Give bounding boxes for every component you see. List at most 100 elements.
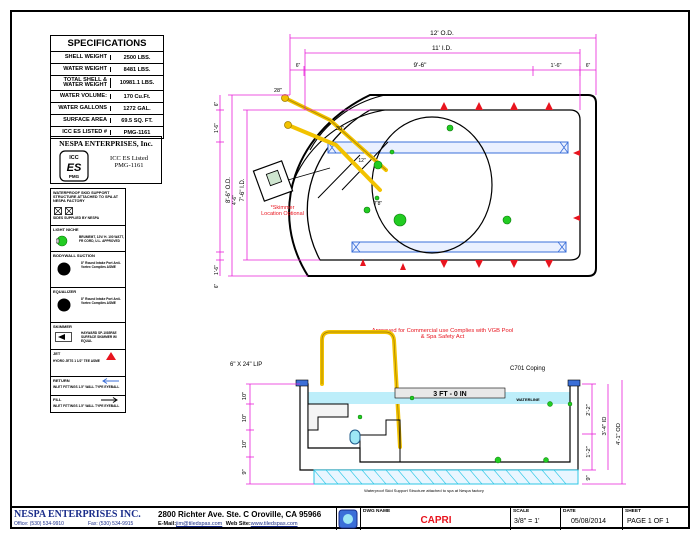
specifications-table: SPECIFICATIONS SHELL WEIGHT 2500 LBS. WAT…	[50, 35, 164, 139]
hydro-jets	[360, 102, 580, 270]
spec-label: ICC ES LISTED #	[51, 129, 111, 136]
svg-text:9'-6": 9'-6"	[414, 62, 428, 69]
skid-hatch-icon	[54, 207, 73, 215]
drawing-scale: 3/8" = 1'	[514, 518, 540, 525]
waterproof-note: WATERPROOF SKID SUPPORT STRUCTURE ATTACH…	[53, 191, 119, 203]
website-link[interactable]: www.tiledspas.com	[250, 521, 298, 527]
sheet-number: PAGE 1 OF 1	[627, 518, 670, 525]
skimmer-icon	[55, 332, 72, 342]
legend-skimmer: SKIMMER	[53, 324, 72, 329]
return-desc: INLET FITTINGS 1.5" WALL TYPE EYEBALL	[53, 385, 120, 389]
svg-text:2'-2": 2'-2"	[586, 404, 592, 416]
svg-text:6": 6"	[214, 102, 220, 107]
section-view-drawing: Approved for Commercial use Complies wit…	[230, 328, 626, 493]
scale-cell: SCALE 3/8" = 1'	[510, 508, 561, 530]
svg-text:6": 6"	[296, 63, 301, 69]
svg-text:10": 10"	[242, 440, 248, 449]
plan-dimension-lines	[216, 34, 597, 277]
icc-listing: ICC ES Listed PMG-1161	[110, 155, 148, 169]
email-link[interactable]: jim@tiledspas.com	[176, 521, 223, 527]
svg-text:3'-4" ID: 3'-4" ID	[602, 417, 608, 436]
date-cell: DATE 05/08/2014	[560, 508, 623, 530]
legend-bodywall-suction: BODYWALL SUCTION	[53, 253, 95, 258]
svg-text:6": 6"	[214, 284, 220, 289]
skid-support	[313, 469, 579, 485]
svg-text:11' I.D.: 11' I.D.	[432, 45, 452, 52]
spec-value: PMG-1161	[123, 129, 151, 136]
svg-text:10": 10"	[242, 414, 248, 423]
svg-text:10": 10"	[242, 392, 248, 401]
sides-supplied-note: SIDES SUPPLIED BY NESPA	[53, 216, 100, 220]
drawing-name-cell: DWG NAME CAPRI	[360, 508, 511, 530]
spec-row: TOTAL SHELL & WATER WEIGHT 10981.1 LBS.	[51, 76, 163, 91]
svg-text:ES: ES	[67, 162, 82, 174]
company-name: NESPA ENTERPRISES, Inc.	[59, 139, 153, 148]
svg-text:7'8": 7'8"	[374, 201, 383, 207]
svg-text:6" X 24" LIP: 6" X 24" LIP	[230, 362, 262, 368]
fax-number: Fax: (530) 534-9915	[88, 521, 134, 527]
light-niche-desc: BRUMEMT, 12V/ H. 100 WATT, FR CORD, U.L.…	[79, 235, 124, 243]
fixtures-legend: WATERPROOF SKID SUPPORT STRUCTURE ATTACH…	[50, 188, 126, 413]
svg-text:4'-1" OD: 4'-1" OD	[616, 423, 622, 445]
spec-value: 8481 LBS.	[123, 66, 151, 73]
specifications-title: SPECIFICATIONS	[51, 36, 163, 52]
light-niche-fittings	[363, 124, 512, 227]
skid-note: Waterproof Skid Support Structure attach…	[364, 488, 484, 493]
legend-jet: JET	[53, 351, 61, 356]
title-seal	[336, 508, 359, 530]
spec-label: TOTAL SHELL & WATER WEIGHT	[51, 77, 111, 89]
spec-label: WATER WEIGHT	[51, 66, 111, 73]
spec-value: 1272 GAL.	[123, 105, 151, 112]
nespa-seal-icon	[338, 509, 358, 529]
sheet-cell: SHEET PAGE 1 OF 1	[622, 508, 689, 530]
jet-icon	[106, 352, 116, 360]
spec-label: SURFACE AREA	[51, 117, 111, 124]
svg-text:C701 Coping: C701 Coping	[510, 366, 545, 372]
light-niche-icon	[56, 235, 68, 247]
spec-row: SURFACE AREA 69.5 SQ. FT.	[51, 115, 163, 127]
spec-value: 10981.1 LBS.	[119, 80, 155, 86]
company-logo-box: NESPA ENTERPRISES, Inc. ICC ES PMG ICC E…	[50, 136, 162, 184]
drawing-name: CAPRI	[420, 515, 452, 526]
drawing-date: 05/08/2014	[571, 518, 607, 525]
waterline-label: WATERLINE	[516, 397, 540, 402]
svg-text:1'-6": 1'-6"	[214, 123, 220, 133]
spec-row: WATER GALLONS 1272 GAL.	[51, 103, 163, 115]
spec-label: WATER VOLUME:	[51, 93, 111, 100]
plan-view-drawing: 12' O.D. 11' I.D. 6" 9'-6" 1'-6" 6" 28" …	[214, 30, 597, 289]
contact-line: E-Mail:jim@tiledspas.com Web Site:www.ti…	[158, 521, 298, 527]
company-address: 2800 Richter Ave. Ste. C Oroville, CA 95…	[158, 510, 322, 519]
icc-es-seal-icon: ICC ES PMG	[59, 150, 89, 182]
spec-row: ICC ES LISTED # PMG-1161	[51, 127, 163, 138]
spec-value: 170 Cu.Ft.	[123, 93, 151, 100]
svg-text:12' O.D.: 12' O.D.	[430, 30, 454, 37]
svg-text:9": 9"	[586, 475, 592, 480]
svg-text:30": 30"	[336, 126, 344, 132]
bodywall-desc: 8" Round Intake Port Anti-Vortex Complie…	[81, 261, 121, 269]
office-phone: Office: (530) 534-9910	[14, 521, 64, 527]
svg-text:28": 28"	[274, 88, 282, 94]
equalizer-icon	[57, 298, 71, 312]
jet-desc: HYDRO JETS 1 1/2" TEE ASME	[53, 359, 100, 363]
skimmer-desc: HAYWARD SP-1085FAE SURFACE SKIMMER W/ EQ…	[81, 331, 117, 343]
svg-text:1'-6": 1'-6"	[551, 63, 562, 69]
svg-text:ICC: ICC	[69, 155, 79, 161]
skimmer-note: *Skimmer Location Optional	[261, 205, 304, 217]
svg-text:6": 6"	[586, 63, 591, 69]
legend-return: RETURN	[53, 378, 70, 383]
fill-desc: INLET FITTINGS 1.5" WALL TYPE EYEBALL	[53, 404, 120, 408]
title-block: NESPA ENTERPRISES INC. 2800 Richter Ave.…	[10, 506, 690, 532]
spec-row: WATER WEIGHT 8481 LBS.	[51, 64, 163, 76]
svg-text:4'-6": 4'-6"	[232, 195, 238, 205]
spec-value: 69.5 SQ. FT.	[121, 117, 153, 124]
spec-value: 2500 LBS.	[123, 54, 151, 61]
company-title: NESPA ENTERPRISES INC.	[14, 509, 141, 520]
spec-label: SHELL WEIGHT	[51, 54, 111, 61]
section-light-niche	[349, 429, 361, 445]
svg-text:9": 9"	[242, 469, 248, 474]
svg-text:8'-6" O.D.: 8'-6" O.D.	[226, 177, 232, 203]
bodywall-suction-icon	[57, 262, 71, 276]
legend-equalizer: EQUALIZER	[53, 289, 77, 294]
spec-label: WATER GALLONS	[51, 105, 111, 112]
equalizer-desc: 8" Round Intake Port Anti-Vortex Complie…	[81, 297, 121, 305]
